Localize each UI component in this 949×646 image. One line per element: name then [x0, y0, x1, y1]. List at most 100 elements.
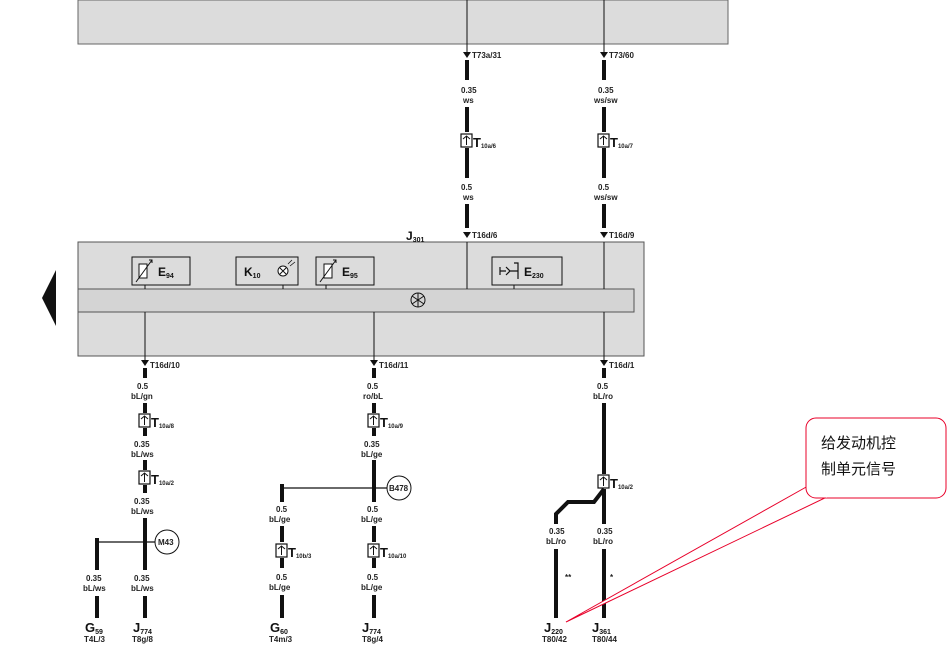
top2-mid-conn: T10a/7	[610, 135, 634, 150]
mid-gb-c: T10a/10	[380, 545, 407, 560]
callout-line1: 给发动机控	[821, 434, 896, 452]
top1-size2: 0.5	[461, 183, 473, 192]
component-e94: E94	[131, 256, 191, 286]
top1-size: 0.35	[461, 86, 477, 95]
splice-b478	[386, 475, 412, 501]
mid-ga-c: T10b/3	[288, 545, 312, 560]
top2-bottom-pin: T16d/9	[609, 231, 635, 240]
left-w3-size: 0.35	[134, 497, 150, 506]
right-w1-color: bL/ro	[593, 392, 613, 401]
connector-icon	[367, 543, 380, 558]
top2-size: 0.35	[598, 86, 614, 95]
connector-icon	[460, 133, 473, 148]
left-c1: T10a/8	[151, 415, 175, 430]
e230-label: E	[524, 265, 532, 279]
svg-text:E95: E95	[342, 265, 358, 280]
mid-ga-label: G60	[270, 620, 288, 636]
mid-ga-w2-size: 0.5	[276, 573, 288, 582]
right-ga-mark: **	[565, 573, 572, 582]
top1-pin: T73a/31	[472, 51, 502, 60]
callout-line2: 制单元信号	[821, 460, 896, 478]
svg-text:E230: E230	[524, 265, 544, 280]
mid-c1: T10a/9	[380, 415, 404, 430]
right-c1: T10a/2	[610, 476, 634, 491]
svg-text:K10: K10	[244, 265, 261, 280]
right-ga-label: J220	[544, 620, 563, 636]
splice-m43	[154, 529, 180, 555]
splice-m43-label: M43	[158, 538, 174, 547]
callout: 给发动机控 制单元信号	[565, 417, 947, 623]
pin-arrow-icon	[370, 360, 378, 366]
connector-icon	[597, 474, 610, 489]
svg-text:E94: E94	[158, 265, 174, 280]
top1-mid-conn: T10a/6	[473, 135, 497, 150]
left-gb-color: bL/ws	[131, 584, 154, 593]
top2-color2: ws/sw	[593, 193, 618, 202]
splice-b478-label: B478	[389, 484, 409, 493]
mid-gb-pin: T8g/4	[362, 635, 383, 644]
left-gb-pin: T8g/8	[132, 635, 153, 644]
left-w2-size: 0.35	[134, 440, 150, 449]
control-unit-bus-bar	[77, 288, 635, 313]
right-gb-label: J361	[592, 620, 611, 636]
left-ga-color: bL/ws	[83, 584, 106, 593]
mid-ga-w1-size: 0.5	[276, 505, 288, 514]
connector-icon	[597, 133, 610, 148]
right-ga-color: bL/ro	[546, 537, 566, 546]
right-ga-size: 0.35	[549, 527, 565, 536]
left-gb-size: 0.35	[134, 574, 150, 583]
left-pin: T16d/10	[150, 361, 180, 370]
connector-icon	[367, 413, 380, 428]
left-ga-pin: T4L/3	[84, 635, 105, 644]
bus-center-symbol	[410, 292, 426, 308]
left-w1-color: bL/gn	[131, 392, 153, 401]
connector-icon	[138, 470, 151, 485]
connector-icon	[275, 543, 288, 558]
right-gb-size: 0.35	[597, 527, 613, 536]
right-pin: T16d/1	[609, 361, 635, 370]
right-gb-mark: *	[610, 573, 614, 582]
left-w3-color: bL/ws	[131, 507, 154, 516]
left-arrow-icon	[42, 270, 56, 326]
mid-ga-w2-color: bL/ge	[269, 583, 291, 592]
callout-box	[805, 417, 947, 499]
pin-arrow-icon	[463, 52, 471, 58]
component-e230: E230	[491, 256, 563, 286]
left-w1-size: 0.5	[137, 382, 149, 391]
top1-bottom-pin: T16d/6	[472, 231, 498, 240]
top2-size2: 0.5	[598, 183, 610, 192]
left-w2-color: bL/ws	[131, 450, 154, 459]
top2-pin: T73/60	[609, 51, 634, 60]
right-gb-pin: T80/44	[592, 635, 617, 644]
k10-label: K	[244, 265, 253, 279]
left-ga-size: 0.35	[86, 574, 102, 583]
right-w1-size: 0.5	[597, 382, 609, 391]
e94-label: E	[158, 265, 166, 279]
top2-color: ws/sw	[593, 96, 618, 105]
module-label: J301	[406, 229, 424, 244]
component-e95: E95	[315, 256, 375, 286]
left-c2: T10a/2	[151, 472, 175, 487]
pin-arrow-icon	[600, 52, 608, 58]
left-gb-label: J774	[133, 620, 152, 636]
mid-ga-pin: T4m/3	[269, 635, 293, 644]
pin-arrow-icon	[600, 232, 608, 238]
mid-w1-size: 0.5	[367, 382, 379, 391]
wire-right-split	[554, 487, 606, 524]
mid-gb-w2-color: bL/ge	[361, 583, 383, 592]
mid-gb-label: J774	[362, 620, 381, 636]
right-gb-color: bL/ro	[593, 537, 613, 546]
mid-w2-color: bL/ge	[361, 450, 383, 459]
e95-label: E	[342, 265, 350, 279]
left-ga-label: G59	[85, 620, 103, 636]
mid-gb-w1-color: bL/ge	[361, 515, 383, 524]
connector-icon	[138, 413, 151, 428]
top1-color2: ws	[462, 193, 474, 202]
right-ga-pin: T80/42	[542, 635, 567, 644]
mid-ga-w1-color: bL/ge	[269, 515, 291, 524]
top1-color: ws	[462, 96, 474, 105]
mid-w2-size: 0.35	[364, 440, 380, 449]
pin-arrow-icon	[463, 232, 471, 238]
component-k10: K10	[235, 256, 299, 286]
